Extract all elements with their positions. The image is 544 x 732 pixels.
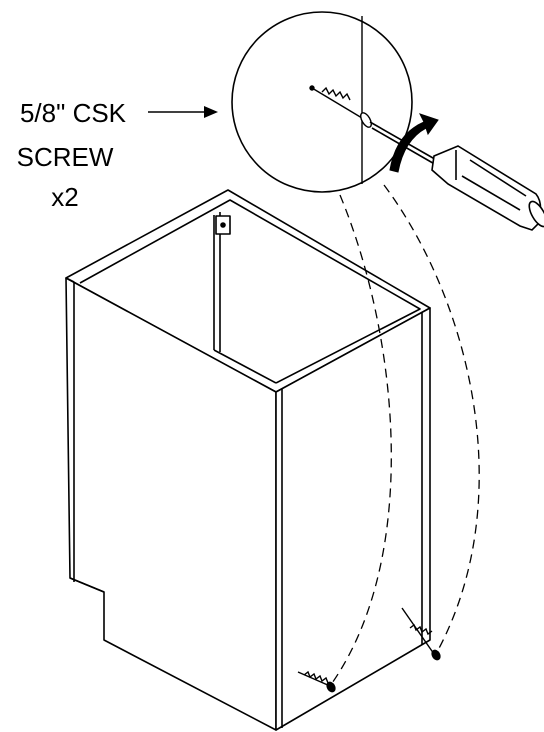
rotation-arrow-icon xyxy=(389,113,439,173)
detail-screw-icon xyxy=(309,85,372,128)
callout-arrow xyxy=(148,106,218,118)
screwdriver-handle xyxy=(431,145,542,231)
screw-size-label: 5/8" CSK xyxy=(19,98,127,128)
cabinet-top-rim-inner xyxy=(79,199,421,384)
cabinet xyxy=(65,189,431,731)
callout-curve-left xyxy=(329,194,392,687)
screw-quantity-label: x2 xyxy=(51,182,79,212)
screw-type-label: SCREW xyxy=(16,142,114,172)
screw-icon xyxy=(297,607,441,693)
callout-curve-right xyxy=(383,184,480,655)
screw-lower-right xyxy=(401,607,441,661)
cabinet-front-panel xyxy=(275,307,431,731)
cabinet-toe-kick xyxy=(69,577,105,593)
detail-circle xyxy=(231,11,413,193)
callout-dashed-lines xyxy=(329,184,480,687)
screw-lower-left xyxy=(297,670,336,693)
